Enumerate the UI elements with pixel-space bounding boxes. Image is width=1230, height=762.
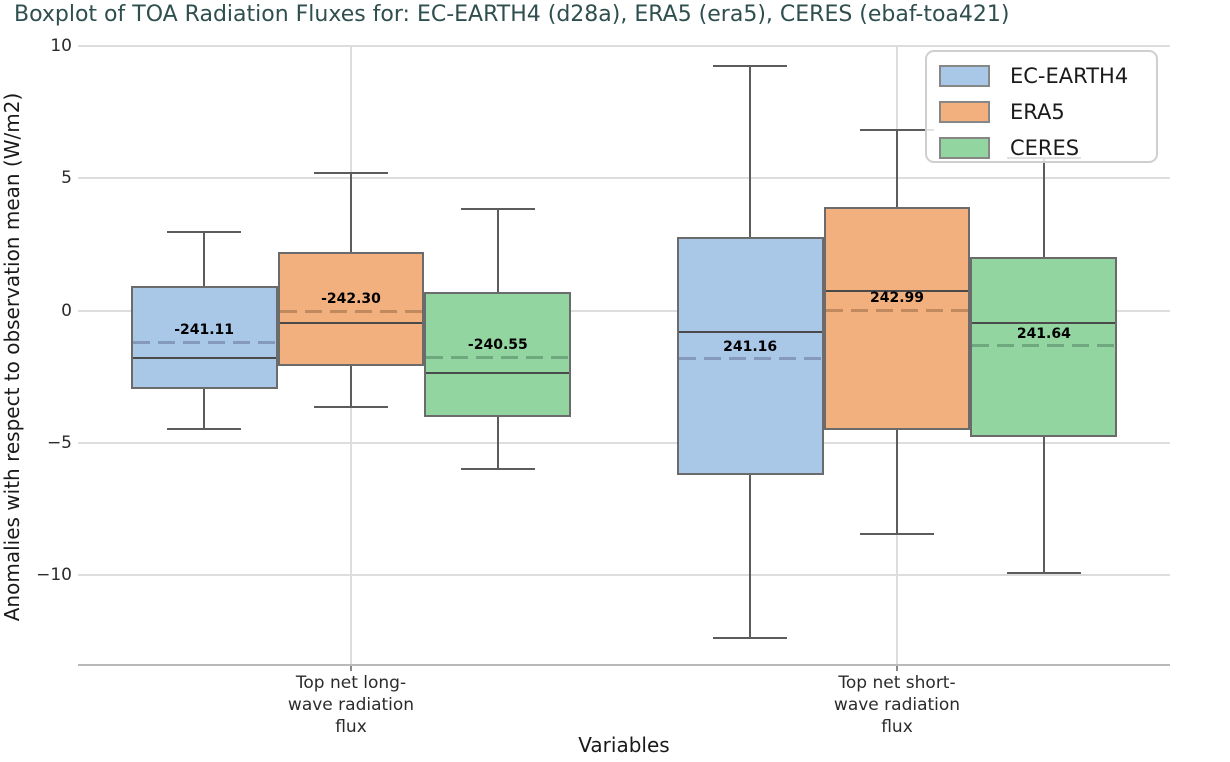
box-era5-shortwave	[823, 207, 971, 431]
box-era5-longwave	[277, 252, 425, 366]
y-tick-label-5: 5	[61, 168, 72, 189]
whisker-cap-lower-ec-earth4-shortwave	[713, 637, 787, 640]
legend-swatch-ec-earth4	[939, 65, 990, 87]
mean-line-ec-earth4-longwave	[132, 340, 276, 344]
mean-value-label-era5-shortwave: 242.99	[869, 290, 924, 306]
whisker-cap-upper-ec-earth4-shortwave	[713, 65, 787, 68]
legend-item-ceres: CERES	[939, 132, 1156, 164]
legend-item-era5: ERA5	[939, 96, 1156, 128]
legend-item-ec-earth4: EC-EARTH4	[939, 60, 1156, 92]
whisker-upper-ceres-longwave	[496, 209, 499, 292]
median-ceres-longwave	[426, 371, 570, 374]
whisker-lower-ec-earth4-shortwave	[749, 475, 752, 638]
mean-line-era5-longwave	[279, 309, 423, 313]
whisker-lower-ec-earth4-longwave	[203, 389, 206, 430]
legend-label-ceres: CERES	[1010, 136, 1080, 160]
whisker-lower-ceres-longwave	[496, 417, 499, 469]
mean-line-ceres-shortwave	[972, 344, 1116, 348]
y-tick-label-0: 0	[61, 300, 72, 321]
y-tick-label--5: −5	[46, 432, 72, 453]
whisker-cap-upper-ceres-longwave	[461, 208, 535, 211]
median-ceres-shortwave	[972, 321, 1116, 324]
whisker-lower-era5-shortwave	[896, 430, 898, 535]
box-ec-earth4-longwave	[130, 285, 278, 390]
whisker-cap-lower-ec-earth4-longwave	[167, 428, 241, 431]
whisker-cap-lower-ceres-longwave	[461, 467, 535, 470]
gridline-y-0	[78, 309, 1170, 312]
whisker-upper-ceres-shortwave	[1042, 157, 1045, 258]
legend-swatch-ceres	[939, 137, 990, 159]
mean-value-label-era5-longwave: -242.30	[321, 291, 381, 308]
mean-value-label-ceres-longwave: -240.55	[467, 337, 528, 354]
legend-label-ec-earth4: EC-EARTH4	[1010, 64, 1129, 88]
gridline-y--10	[78, 574, 1170, 577]
whisker-cap-upper-era5-shortwave	[860, 129, 934, 132]
legend-swatch-era5	[939, 101, 990, 123]
median-era5-shortwave	[825, 289, 969, 292]
mean-value-label-ceres-shortwave: 241.64	[1016, 325, 1071, 342]
median-ec-earth4-longwave	[132, 356, 276, 359]
y-tick-label--10: −10	[36, 565, 72, 586]
x-axis-label: Variables	[578, 733, 670, 757]
legend: EC-EARTH4 ERA5 CERES	[925, 50, 1158, 163]
median-era5-longwave	[279, 321, 423, 324]
mean-value-label-ec-earth4-longwave: -241.11	[174, 322, 235, 338]
x-tick-mark-longwave	[350, 665, 352, 671]
gridline-y-5	[78, 177, 1170, 180]
x-axis-spine	[78, 664, 1170, 666]
box-ec-earth4-shortwave	[676, 236, 824, 476]
chart-title: Boxplot of TOA Radiation Fluxes for: EC-…	[14, 2, 1010, 27]
median-ec-earth4-shortwave	[678, 330, 822, 333]
mean-line-ceres-longwave	[426, 355, 570, 359]
mean-line-ec-earth4-shortwave	[678, 357, 822, 361]
whisker-cap-upper-ec-earth4-longwave	[167, 231, 241, 234]
whisker-lower-ceres-shortwave	[1042, 436, 1045, 573]
gridline-y--5	[78, 441, 1170, 444]
whisker-upper-ec-earth4-longwave	[203, 232, 206, 286]
x-tick-mark-shortwave	[896, 665, 898, 671]
whisker-cap-lower-era5-shortwave	[860, 533, 934, 536]
whisker-upper-ec-earth4-shortwave	[749, 66, 752, 237]
legend-label-era5: ERA5	[1010, 100, 1065, 124]
mean-value-label-ec-earth4-shortwave: 241.16	[723, 338, 778, 355]
box-ceres-longwave	[424, 292, 572, 418]
whisker-cap-upper-era5-longwave	[314, 171, 388, 174]
whisker-upper-era5-longwave	[350, 172, 352, 253]
gridline-y-10	[78, 45, 1170, 47]
y-tick-label-10: 10	[50, 36, 72, 56]
whisker-cap-lower-ceres-shortwave	[1007, 571, 1081, 574]
whisker-cap-lower-era5-longwave	[314, 406, 388, 409]
mean-line-era5-shortwave	[825, 308, 969, 312]
whisker-lower-era5-longwave	[350, 365, 352, 408]
whisker-upper-era5-shortwave	[896, 130, 898, 208]
